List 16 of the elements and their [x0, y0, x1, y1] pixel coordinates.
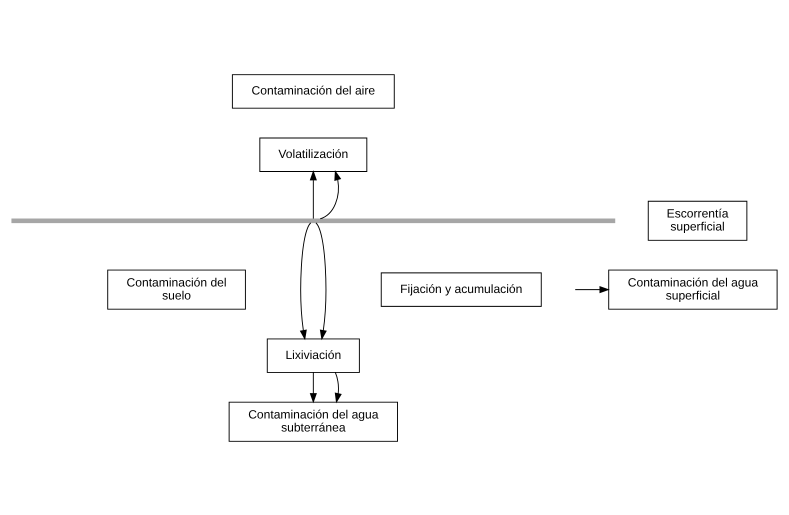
arrow — [315, 222, 327, 340]
node-box: Contaminación del agua subterránea — [228, 401, 398, 442]
node-box: Escorrentía superficial — [648, 200, 748, 240]
arrow — [300, 222, 312, 340]
arrow — [574, 286, 610, 293]
arrow — [334, 372, 342, 403]
node-box: Contaminación del suelo — [107, 269, 246, 310]
arrow — [310, 170, 317, 219]
node-box: Lixiviación — [266, 338, 360, 372]
node-bar — [11, 218, 616, 223]
node-box: Volatilización — [259, 137, 368, 172]
arrow — [320, 170, 342, 219]
node-box: Contaminación del agua superficial — [608, 269, 778, 310]
node-box: Fijación y acumulación — [380, 272, 542, 306]
node-box: Contaminación del aire — [232, 74, 395, 108]
arrow — [310, 372, 317, 403]
